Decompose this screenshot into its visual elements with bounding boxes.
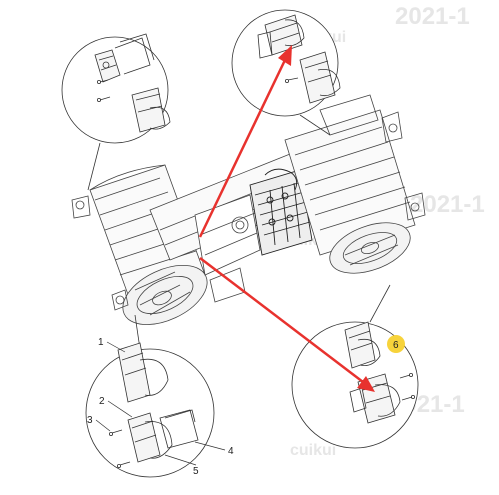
callout-5-leader <box>164 454 197 466</box>
callout-group <box>95 341 226 466</box>
red-arrowhead-up <box>278 45 292 66</box>
leader-line-bottom-right <box>369 284 391 323</box>
callout-4-leader <box>194 441 226 451</box>
red-arrow-group <box>198 45 375 392</box>
callout-3-leader <box>95 419 111 432</box>
leader-line-top-right <box>299 114 331 136</box>
callout-6: 6 <box>393 340 399 351</box>
frame-assembly <box>71 94 426 325</box>
callout-3: 3 <box>87 415 93 426</box>
callout-labels: 1 2 3 4 5 6 <box>87 337 399 477</box>
detail-view-bottom-right <box>291 284 419 449</box>
red-arrow-up <box>198 59 287 238</box>
callout-4: 4 <box>228 446 234 457</box>
detail-view-top-right <box>231 9 341 136</box>
watermark-date-mid: 2021-1 <box>410 191 485 218</box>
callout-2-leader <box>107 400 133 418</box>
detail-view-bottom-left <box>85 314 215 478</box>
watermark-brand-bottom: cuikui <box>290 442 336 459</box>
engine-block <box>249 168 313 256</box>
watermark-date-top: 2021-1 <box>395 3 470 30</box>
callout-1-leader <box>106 341 126 353</box>
left-mount-bracket <box>111 289 129 311</box>
red-arrowhead-down <box>357 376 375 392</box>
callout-2: 2 <box>99 396 105 407</box>
callout-1: 1 <box>98 337 104 348</box>
right-drum <box>284 94 426 274</box>
red-arrow-down <box>199 257 364 383</box>
left-drum <box>71 164 208 325</box>
detail-view-top-left <box>61 33 171 191</box>
leader-line-top-left <box>87 142 101 191</box>
callout-6-highlight <box>387 335 405 353</box>
callout-5: 5 <box>193 466 199 477</box>
